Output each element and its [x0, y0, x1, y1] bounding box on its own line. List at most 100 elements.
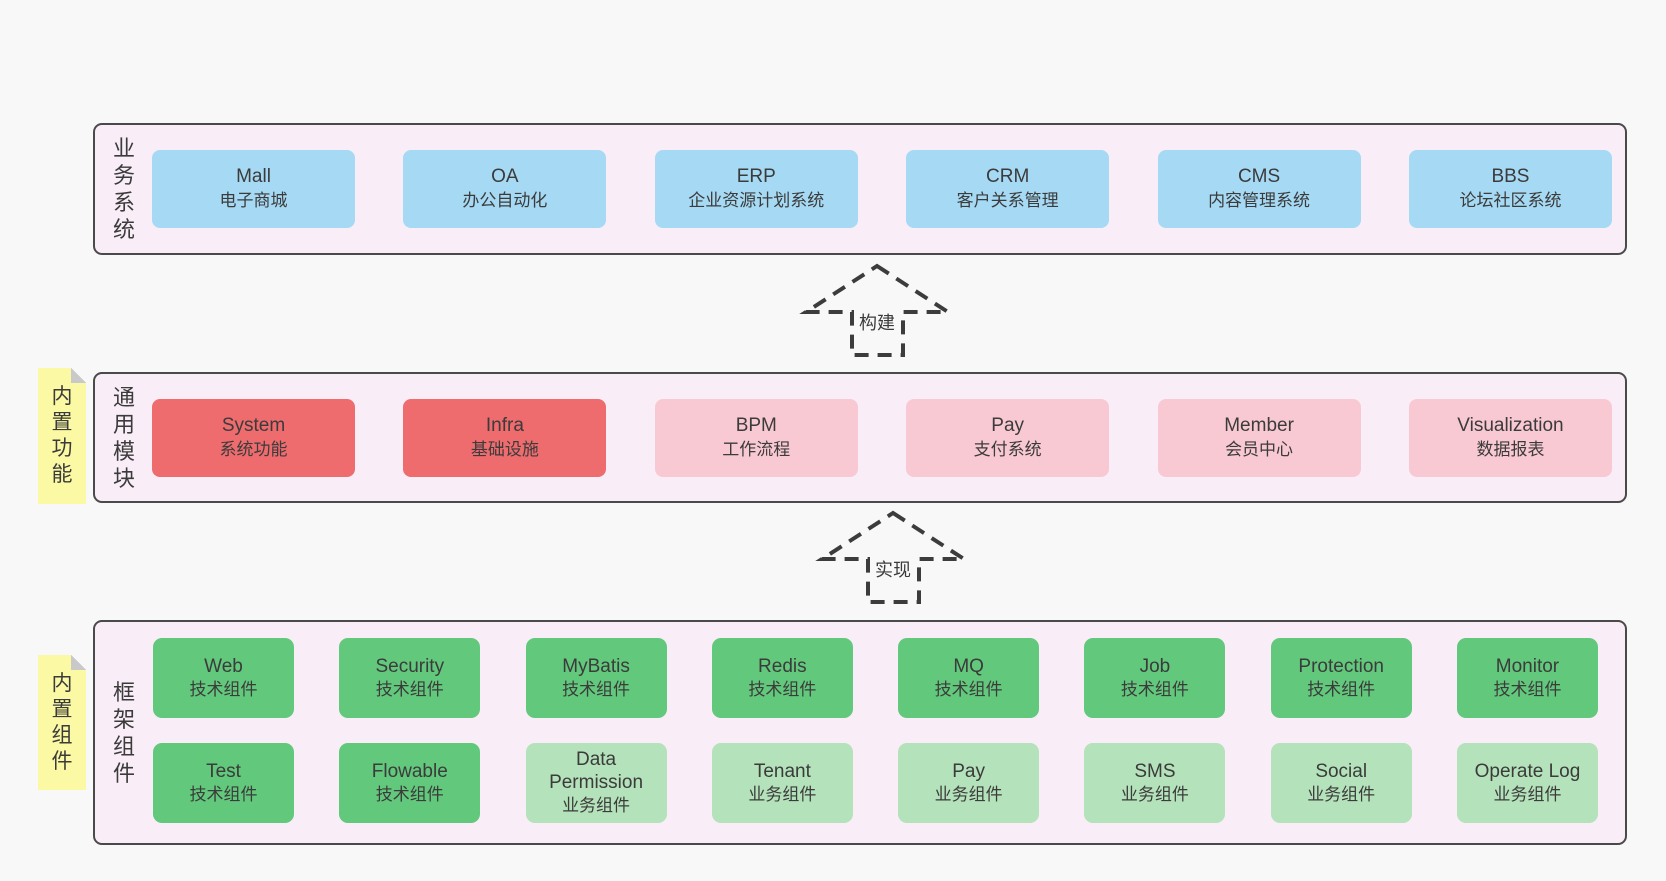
business-box-row: Mall 电子商城 OA 办公自动化 ERP 企业资源计划系统 CRM 客户关系…	[152, 150, 1612, 228]
box-subtitle: 技术组件	[375, 679, 444, 699]
box-subtitle: 客户关系管理	[956, 191, 1059, 210]
box-title: Monitor	[1495, 655, 1560, 677]
box-security: Security 技术组件	[339, 638, 481, 718]
folded-corner-icon	[71, 368, 86, 383]
box-mybatis: MyBatis 技术组件	[525, 638, 667, 718]
box-flowable: Flowable 技术组件	[339, 743, 481, 823]
box-subtitle: 业务组件	[1307, 784, 1376, 804]
layer-business-systems: 业务系统 Mall 电子商城 OA 办公自动化 ERP 企业资源计划系统 CRM…	[93, 123, 1627, 255]
box-subtitle: 技术组件	[748, 679, 817, 699]
box-web: Web 技术组件	[153, 638, 294, 718]
box-subtitle: 数据报表	[1476, 440, 1545, 459]
box-subtitle: 业务组件	[1120, 784, 1189, 804]
components-box-row-2: Test 技术组件 Flowable 技术组件 Data Permission …	[153, 743, 1598, 823]
sticky-note-built-in-components: 内置组件	[38, 655, 86, 790]
layer-business-label-zone: 业务系统	[95, 125, 153, 253]
sticky-note-label: 内置组件	[51, 671, 73, 773]
box-title: Social	[1315, 760, 1368, 782]
arrow-implement: 实现	[815, 510, 971, 604]
box-infra: Infra 基础设施	[403, 399, 607, 477]
layer-modules-label: 通用模块	[112, 384, 135, 491]
block-arrow-up-icon	[799, 263, 955, 357]
box-job: Job 技术组件	[1084, 638, 1226, 718]
modules-box-row: System 系统功能 Infra 基础设施 BPM 工作流程 Pay 支付系统…	[152, 399, 1612, 477]
box-title: System	[221, 415, 286, 436]
box-title: BPM	[735, 415, 777, 436]
box-subtitle: 技术组件	[934, 679, 1003, 699]
box-subtitle: 技术组件	[189, 679, 258, 699]
box-subtitle: 业务组件	[748, 784, 817, 804]
box-title: Redis	[758, 655, 807, 677]
box-title: Test	[206, 760, 241, 782]
box-bbs: BBS 论坛社区系统	[1408, 150, 1612, 228]
layer-modules-label-zone: 通用模块	[95, 374, 153, 501]
sticky-note-built-in-features: 内置功能	[38, 368, 86, 504]
box-title: Job	[1139, 655, 1171, 677]
box-title: SMS	[1134, 760, 1176, 782]
box-subtitle: 内容管理系统	[1208, 191, 1311, 210]
layer-business-label: 业务系统	[112, 136, 135, 242]
layer-components-label-zone: 框架组件	[95, 622, 153, 843]
box-subtitle: 支付系统	[973, 440, 1042, 459]
components-box-row-1: Web 技术组件 Security 技术组件 MyBatis 技术组件 Redi…	[153, 638, 1598, 718]
box-subtitle: 论坛社区系统	[1459, 191, 1562, 210]
box-visualization: Visualization 数据报表	[1408, 399, 1612, 477]
box-title: MyBatis	[562, 655, 630, 677]
box-operate-log: Operate Log 业务组件	[1456, 743, 1598, 823]
box-member: Member 会员中心	[1157, 399, 1361, 477]
box-subtitle: 技术组件	[562, 679, 631, 699]
box-title: OA	[491, 166, 519, 187]
box-title: Pay	[991, 415, 1025, 436]
box-subtitle: 技术组件	[189, 784, 258, 804]
box-title: Web	[204, 655, 243, 677]
arrow-implement-label: 实现	[875, 560, 911, 580]
box-subtitle: 技术组件	[1120, 679, 1189, 699]
box-mq: MQ 技术组件	[898, 638, 1040, 718]
box-subtitle: 电子商城	[219, 191, 288, 210]
box-subtitle: 业务组件	[934, 784, 1003, 804]
box-mall: Mall 电子商城	[152, 150, 355, 228]
box-pay-module: Pay 支付系统	[906, 399, 1110, 477]
box-cms: CMS 内容管理系统	[1157, 150, 1361, 228]
box-subtitle: 会员中心	[1225, 440, 1294, 459]
box-test: Test 技术组件	[153, 743, 294, 823]
box-tenant: Tenant 业务组件	[711, 743, 853, 823]
box-title: Tenant	[753, 760, 811, 782]
box-title: CRM	[986, 166, 1030, 187]
box-title: CMS	[1237, 166, 1281, 187]
box-title: Operate Log	[1474, 760, 1581, 782]
layer-framework-components: 框架组件 Web 技术组件 Security 技术组件 MyBatis 技术组件…	[93, 620, 1627, 845]
box-redis: Redis 技术组件	[711, 638, 853, 718]
box-bpm: BPM 工作流程	[654, 399, 858, 477]
box-title: ERP	[736, 166, 776, 187]
box-title: Protection	[1298, 655, 1384, 677]
box-subtitle: 技术组件	[375, 784, 444, 804]
box-subtitle: 业务组件	[562, 796, 631, 815]
box-subtitle: 技术组件	[1493, 679, 1562, 699]
box-subtitle: 系统功能	[219, 440, 288, 459]
box-title: Mall	[236, 166, 271, 187]
box-sms: SMS 业务组件	[1084, 743, 1226, 823]
box-monitor: Monitor 技术组件	[1456, 638, 1598, 718]
box-subtitle: 办公自动化	[462, 191, 548, 210]
box-subtitle: 工作流程	[722, 440, 791, 459]
box-data-permission: Data Permission 业务组件	[525, 743, 667, 823]
box-title: Visualization	[1457, 415, 1564, 436]
box-subtitle: 技术组件	[1307, 679, 1376, 699]
box-crm: CRM 客户关系管理	[906, 150, 1110, 228]
arrow-build: 构建	[799, 263, 955, 357]
box-pay-component: Pay 业务组件	[898, 743, 1040, 823]
box-social: Social 业务组件	[1270, 743, 1412, 823]
box-oa: OA 办公自动化	[403, 150, 607, 228]
box-subtitle: 基础设施	[470, 440, 539, 459]
box-system: System 系统功能	[152, 399, 355, 477]
box-title: Flowable	[371, 760, 448, 782]
box-title: MQ	[953, 655, 984, 677]
layer-common-modules: 通用模块 System 系统功能 Infra 基础设施 BPM 工作流程 Pay…	[93, 372, 1627, 503]
box-title: Member	[1224, 415, 1294, 436]
box-protection: Protection 技术组件	[1270, 638, 1412, 718]
box-erp: ERP 企业资源计划系统	[654, 150, 858, 228]
sticky-note-label: 内置功能	[51, 385, 73, 486]
box-title: Data Permission	[549, 749, 644, 793]
